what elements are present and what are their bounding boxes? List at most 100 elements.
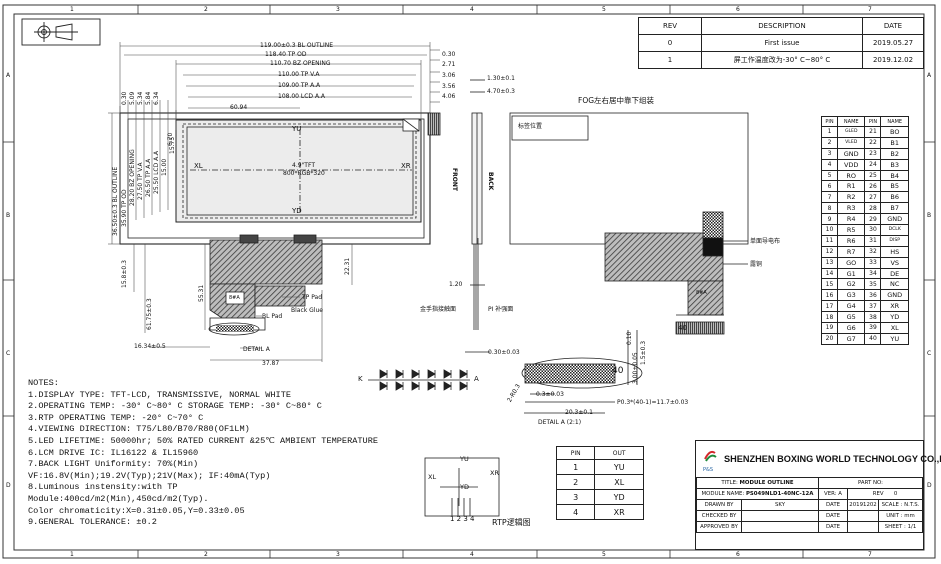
- detail-total: 20.3±0.1: [565, 409, 593, 416]
- led-diode-symbol: [379, 369, 388, 379]
- pin-name-cell: GND: [836, 147, 866, 160]
- dim-tp-aa: 109.00 TP A.A: [278, 82, 321, 89]
- drawn-label: DRAWN BY: [696, 499, 742, 511]
- zone-col-label-bottom: 2: [204, 551, 208, 558]
- pin-number-cell: 19: [821, 322, 838, 334]
- dim-v-670: 6.70: [167, 132, 174, 146]
- zone-col-label-bottom: 4: [470, 551, 474, 558]
- dim-r030: 0.30: [442, 51, 456, 58]
- zone-row-label-left: D: [6, 482, 11, 489]
- dim-v-634: 6.34: [153, 91, 160, 105]
- label-xr: XR: [401, 162, 411, 170]
- pin-number-cell: 25: [864, 169, 882, 182]
- rtp-out-header: OUT: [594, 446, 644, 460]
- dim-v-5531: 55.31: [198, 284, 205, 302]
- detail-a: [521, 330, 643, 414]
- pin-number-cell: 28: [864, 202, 882, 215]
- fog-title: FOG左右居中靠下组装: [578, 96, 655, 105]
- scale-label: SCALE : N.T.S.: [878, 499, 923, 511]
- module-value: PS049NLD1-40NC-12A: [745, 491, 814, 497]
- detail-scale: DETAIL A (2:1): [538, 419, 582, 426]
- title-block-table: TITLE: MODULE OUTLINE PART NO: MODULE NA…: [695, 477, 923, 533]
- pin-name-cell: R2: [836, 191, 866, 204]
- pin-name-cell: VS: [880, 256, 909, 269]
- rtp-pin-cell: 1: [555, 459, 596, 475]
- zone-row-label-right: D: [927, 482, 932, 489]
- led-diode-symbol: [395, 381, 404, 391]
- detail-fpc-num: 40: [612, 366, 624, 376]
- zone-col-label-bottom: 3: [336, 551, 340, 558]
- label-black-glue: Black Glue: [291, 307, 323, 314]
- zone-col-label-bottom: 1: [70, 551, 74, 558]
- label-yd: YD: [292, 207, 302, 215]
- dim-1-20: 1.20: [449, 281, 463, 288]
- label-detail-a: DETAIL A: [243, 346, 270, 353]
- pin-number-cell: 31: [864, 234, 882, 247]
- detail-1-5: 1.5±0.3: [640, 340, 647, 365]
- pin-name-cell: B7: [880, 202, 909, 215]
- unit-label: UNIT : mm: [878, 510, 923, 522]
- name-header: NAME: [836, 116, 866, 127]
- label-resolution: 800*RGB*320: [283, 170, 325, 177]
- logo-text: P&S: [703, 467, 714, 473]
- label-tft: 4.9"TFT: [292, 162, 315, 169]
- pin-name-cell: YU: [880, 332, 909, 345]
- dim-1-30: 1.30±0.1: [487, 75, 515, 82]
- pin-number-cell: 37: [864, 300, 882, 313]
- label-bl-pad: BL Pad: [262, 313, 283, 320]
- dim-v-509: 5.09: [129, 91, 136, 105]
- pin-number-cell: 10: [821, 224, 838, 236]
- detail-width: 0.3±0.03: [536, 391, 564, 398]
- dim-v-bl-outline: 36.50±0.3 BL OUTLINE: [112, 166, 119, 236]
- rtp-pin-cell: 3: [555, 489, 596, 505]
- fog-fpc-id: 8#A: [696, 290, 707, 296]
- pin-name-cell: GO: [836, 256, 866, 269]
- rtp-pin-numbers: 1 2 3 4: [450, 515, 475, 523]
- note-line: 7.BACK LIGHT Uniformity: 70%(Min): [28, 459, 199, 470]
- pin-name-cell: GLED: [836, 126, 866, 138]
- pin-name-cell: DCLK: [880, 224, 909, 236]
- rtp-out-cell: YU: [594, 459, 644, 475]
- title-block: P&S SHENZHEN BOXING WORLD TECHNOLOGY CO.…: [695, 440, 941, 550]
- pin-name-cell: YD: [880, 311, 909, 324]
- dim-v-bz-opening: 28.20 BZ OPENING: [129, 149, 136, 206]
- approved-date-value: [847, 521, 880, 533]
- zone-col-label-bottom: 6: [736, 551, 740, 558]
- part-no-cell: PART NO:: [818, 477, 923, 489]
- dim-r406: 4.06: [442, 93, 456, 100]
- checked-label: CHECKED BY: [696, 510, 742, 522]
- label-stiffener: PI 补强面: [488, 306, 514, 313]
- pin-name-cell: B5: [880, 180, 909, 193]
- note-line: 2.OPERATING TEMP: -30° C~80° C STORAGE T…: [28, 401, 322, 412]
- rtp-xr: XR: [490, 469, 499, 477]
- pin-number-cell: 32: [864, 245, 882, 258]
- approved-value: [740, 521, 820, 533]
- dim-4-70: 4.70±0.3: [487, 88, 515, 95]
- label-front: FRONT: [451, 168, 458, 191]
- note-line: 3.RTP OPERATING TEMP: -20° C~70° C: [28, 412, 204, 423]
- dim-tp-va: 110.00 TP V.A: [278, 71, 320, 78]
- pin-number-cell: 11: [821, 234, 838, 247]
- pin-number-cell: 8: [821, 202, 838, 215]
- approved-date-label: DATE: [818, 521, 849, 533]
- led-a-label: A: [474, 375, 479, 383]
- label-tp-pad: TP Pad: [302, 294, 323, 301]
- zone-col-label-top: 2: [204, 6, 208, 13]
- rev-cell: 0: [638, 34, 702, 52]
- note-line: 8.Luminous instensity:with TP: [28, 482, 178, 493]
- pin-number-cell: 14: [821, 267, 838, 280]
- dim-v-tp-va: 27.50 TP V.A: [137, 162, 144, 200]
- zone-col-label-top: 5: [602, 6, 606, 13]
- zone-col-label-top: 1: [70, 6, 74, 13]
